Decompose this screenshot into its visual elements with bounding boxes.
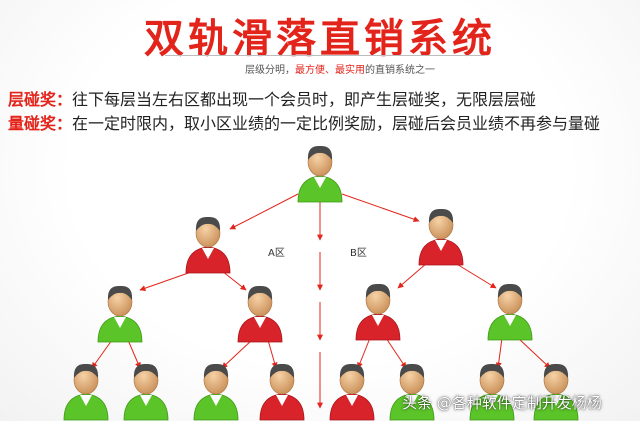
arrow-l2-1-left <box>221 339 253 369</box>
arrow-l2-2-right <box>385 337 407 369</box>
subtitle-divider <box>165 55 485 56</box>
member-l3-4 <box>329 363 375 421</box>
arrows-layer <box>91 193 551 409</box>
member-l3-0 <box>63 363 109 421</box>
member-l2-3 <box>487 283 533 341</box>
member-l1-1 <box>418 208 464 266</box>
member-l3-2 <box>193 363 239 421</box>
subtitle-highlight: 最方便、最实用 <box>295 65 365 76</box>
subtitle: 层级分明，最方便、最实用的直销系统之一 <box>190 61 490 76</box>
arrow-l1-0-left <box>139 270 195 292</box>
member-l3-3 <box>259 363 305 421</box>
watermark: 头条 @各种软件定制开发杨杨 <box>402 394 602 412</box>
member-root <box>297 145 343 203</box>
rule-layer-bonus-text: 往下每层当左右区都出现一个会员时，即产生层碰奖，无限层层碰 <box>72 90 537 109</box>
rule-layer-bonus: 层碰奖：往下每层当左右区都出现一个会员时，即产生层碰奖，无限层层碰 <box>8 86 536 110</box>
arrow-root-left <box>229 193 299 230</box>
arrow-l1-0-right <box>221 270 247 291</box>
arrow-l1-1-left <box>397 262 428 289</box>
member-l3-1 <box>123 363 169 421</box>
member-l3-7 <box>533 363 579 421</box>
zone-a-label: A区 <box>268 247 285 259</box>
rule-volume-bonus: 量碰奖：在一定时限内，取小区业绩的一定比例奖励，层碰后会员业绩不再参与量碰 <box>8 110 600 134</box>
arrow-l2-0-right <box>127 339 141 369</box>
arrow-l2-0-left <box>91 339 113 369</box>
member-l2-2 <box>355 283 401 341</box>
member-l3-6 <box>469 363 515 421</box>
arrow-l2-3-left <box>495 337 503 369</box>
page-title: 双轨滑落直销系统 <box>144 16 496 62</box>
arrow-l2-1-right <box>267 339 278 369</box>
arrow-l2-3-right <box>517 337 551 369</box>
rule-layer-bonus-label: 层碰奖： <box>8 90 73 109</box>
member-l1-0 <box>185 216 231 274</box>
zone-b-label: B区 <box>350 247 367 259</box>
rule-volume-bonus-label: 量碰奖： <box>8 114 73 133</box>
member-l2-1 <box>237 285 283 343</box>
subtitle-part1: 层级分明， <box>245 65 295 76</box>
rule-volume-bonus-text: 在一定时限内，取小区业绩的一定比例奖励，层碰后会员业绩不再参与量碰 <box>72 114 601 133</box>
arrow-root-right <box>341 193 420 223</box>
arrow-l1-1-right <box>454 262 497 289</box>
subtitle-part3: 的直销系统之一 <box>365 65 435 76</box>
arrow-l2-2-left <box>357 337 371 369</box>
people-layer <box>63 145 579 421</box>
member-l2-0 <box>97 285 143 343</box>
member-l3-5 <box>389 363 435 421</box>
